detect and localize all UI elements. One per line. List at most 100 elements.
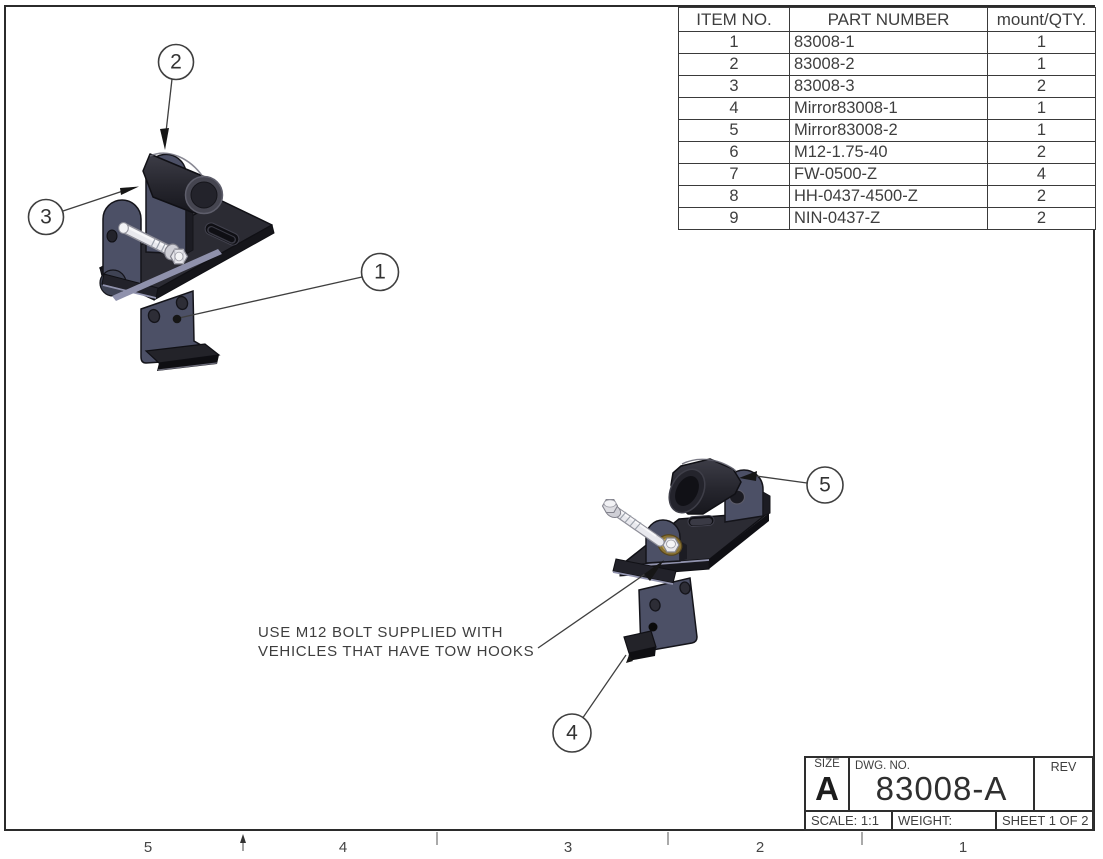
- balloon-1: 1: [360, 252, 400, 292]
- balloon-5: 5: [806, 466, 844, 504]
- plate-slot: [204, 222, 240, 246]
- balloon-circle: [806, 466, 844, 504]
- title-block-size-cell: SIZE A: [806, 758, 850, 810]
- balloon-4: 4: [552, 713, 592, 753]
- bolt-assembly-mirror: [601, 498, 665, 547]
- title-block-rev-cell: REV: [1035, 758, 1092, 810]
- annotation-note: USE M12 BOLT SUPPLIED WITH VEHICLES THAT…: [258, 624, 534, 660]
- bom-item-no: 2: [678, 53, 790, 76]
- bom-qty: 1: [987, 97, 1096, 120]
- bom-part-number: NIN-0437-Z: [789, 207, 988, 230]
- leader-note: [537, 571, 649, 649]
- bom-item-no: 1: [678, 31, 790, 54]
- bom-header-qty: mount/QTY.: [987, 7, 1096, 32]
- bom-part-number: Mirror83008-2: [789, 119, 988, 142]
- balloon-circle: [552, 713, 592, 753]
- note-line-2: VEHICLES THAT HAVE TOW HOOKS: [258, 643, 534, 660]
- leader-balloon-2: [165, 78, 173, 133]
- bom-header-item-no: ITEM NO.: [678, 7, 790, 32]
- balloon-number: 2: [170, 51, 182, 74]
- assembly-view-right: [601, 458, 771, 661]
- leader-balloon-4: [581, 654, 627, 720]
- bom-item-no: 3: [678, 75, 790, 98]
- leader-balloon-5: [755, 475, 808, 484]
- balloon-number: 1: [374, 261, 386, 284]
- arrowhead-5: [739, 471, 757, 481]
- bom-item-no: 4: [678, 97, 790, 120]
- bom-qty: 2: [987, 75, 1096, 98]
- bom-qty: 4: [987, 163, 1096, 186]
- zone-label-4: 4: [338, 839, 348, 856]
- bom-item-no: 8: [678, 185, 790, 208]
- size-label: SIZE: [814, 758, 840, 770]
- bom-part-number: M12-1.75-40: [789, 141, 988, 164]
- bom-item-no: 7: [678, 163, 790, 186]
- dwg-no-label: DWG. NO.: [855, 760, 910, 772]
- clamp-channel: [99, 199, 159, 299]
- title-block: SIZE A DWG. NO. 83008-A REV SCALE: 1:1 W…: [804, 756, 1094, 831]
- bom-qty: 1: [987, 53, 1096, 76]
- bom-part-number: 83008-3: [789, 75, 988, 98]
- bom-part-number: 83008-1: [789, 31, 988, 54]
- balloon-2: 2: [157, 43, 195, 81]
- arrowhead-note: [644, 560, 664, 581]
- plate-slot-mirror: [687, 514, 715, 528]
- rev-label: REV: [1050, 760, 1077, 774]
- leader-balloon-1: [178, 276, 363, 319]
- sheet-text: SHEET 1 OF 2: [1002, 813, 1089, 828]
- bom-item-no: 6: [678, 141, 790, 164]
- weight-text: WEIGHT:: [893, 812, 997, 831]
- bom-item-no: 9: [678, 207, 790, 230]
- balloon-3: 3: [27, 198, 65, 236]
- balloon-number: 4: [566, 722, 578, 745]
- balloon-circle: [27, 198, 65, 236]
- bom-part-number: FW-0500-Z: [789, 163, 988, 186]
- mount-bracket: [140, 289, 221, 371]
- bom-header-part-number: PART NUMBER: [789, 7, 988, 32]
- bom-part-number: HH-0437-4500-Z: [789, 185, 988, 208]
- arrowhead-4: [626, 655, 633, 663]
- bom-qty: 2: [987, 207, 1096, 230]
- zone-label-5: 5: [143, 839, 153, 856]
- note-line-1: USE M12 BOLT SUPPLIED WITH: [258, 624, 503, 641]
- bom-part-number: 83008-2: [789, 53, 988, 76]
- arrowhead-3: [120, 186, 139, 195]
- bolt-assembly: [118, 222, 189, 265]
- balloon-circle: [157, 43, 195, 81]
- bom-qty: 1: [987, 119, 1096, 142]
- balloon-number: 3: [40, 206, 52, 229]
- bom-header-row: ITEM NO. PART NUMBER mount/QTY.: [678, 7, 1096, 32]
- balloon-circle: [360, 252, 400, 292]
- title-block-dwg-cell: DWG. NO. 83008-A: [850, 758, 1035, 810]
- bom-qty: 2: [987, 141, 1096, 164]
- dwg-no-value: 83008-A: [875, 770, 1008, 807]
- arrowhead-2: [160, 128, 169, 150]
- scale-text: SCALE: 1:1: [806, 812, 893, 831]
- zone-label-1: 1: [958, 839, 968, 856]
- balloon-number: 5: [819, 474, 831, 497]
- size-value: A: [815, 770, 839, 807]
- leader-arrowheads: [120, 128, 757, 663]
- balloons: 1 2 3 4 5: [27, 43, 844, 753]
- zone-label-3: 3: [563, 839, 573, 856]
- drawing-border: [4, 5, 1095, 831]
- edge-highlight-strip: [112, 249, 222, 301]
- mount-bracket-mirror: [623, 577, 698, 661]
- bom-part-number: Mirror83008-1: [789, 97, 988, 120]
- tube-cylinder: [142, 152, 224, 215]
- bom-item-no: 5: [678, 119, 790, 142]
- leader-lines: [62, 78, 808, 720]
- bom-qty: 2: [987, 185, 1096, 208]
- tube-cylinder-mirror: [668, 458, 742, 515]
- border-ticks: [240, 832, 863, 851]
